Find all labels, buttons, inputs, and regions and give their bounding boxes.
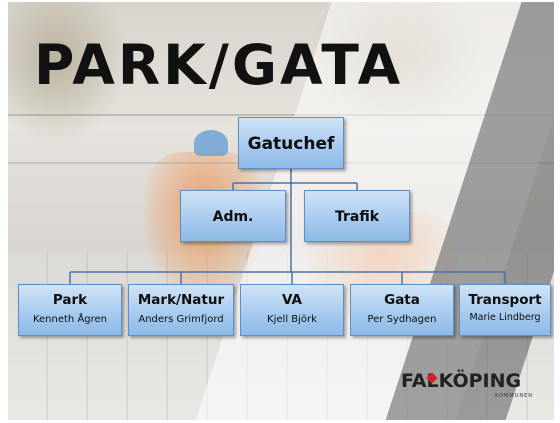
org-node-person: Anders Grimfjord	[138, 314, 224, 325]
org-node-adm: Adm.	[180, 190, 286, 242]
org-node-person: Kenneth Ågren	[32, 314, 108, 325]
page-title: PARK/GATA	[34, 33, 404, 97]
org-node-mark-natur: Mark/Natur Anders Grimfjord	[128, 284, 234, 336]
logo-name: FALKÖPING	[401, 370, 522, 392]
org-node-gata: Gata Per Sydhagen	[350, 284, 454, 336]
org-node-label: Transport	[468, 292, 542, 308]
background-photo-helmet	[194, 130, 228, 156]
org-node-label: Gatuchef	[247, 134, 335, 154]
background-photo-fence	[8, 114, 554, 116]
background-photo-tree	[8, 2, 128, 142]
org-node-person: Per Sydhagen	[367, 314, 437, 325]
org-node-trafik: Trafik	[304, 190, 410, 242]
org-chart-connectors	[69, 169, 506, 284]
org-node-label: Gata	[384, 292, 420, 308]
org-node-label: VA	[282, 292, 302, 308]
slide: PARK/GATA Gatuchef Adm. Trafik Park Kenn…	[8, 2, 554, 420]
org-node-gatuchef: Gatuchef	[238, 117, 344, 169]
org-node-person: Kjell Björk	[267, 314, 317, 325]
org-node-label: Trafik	[334, 209, 380, 225]
org-node-label: Park	[52, 292, 88, 308]
org-node-transport: Transport Marie Lindberg	[459, 284, 551, 336]
falkoping-logo: FALKÖPING KOMMUNEN	[401, 370, 541, 404]
org-node-person: Marie Lindberg	[469, 312, 541, 323]
logo-subtitle: KOMMUNEN	[495, 393, 533, 399]
org-node-va: VA Kjell Björk	[240, 284, 344, 336]
org-node-label: Mark/Natur	[137, 292, 225, 308]
org-node-label: Adm.	[212, 209, 254, 225]
org-node-park: Park Kenneth Ågren	[18, 284, 122, 336]
